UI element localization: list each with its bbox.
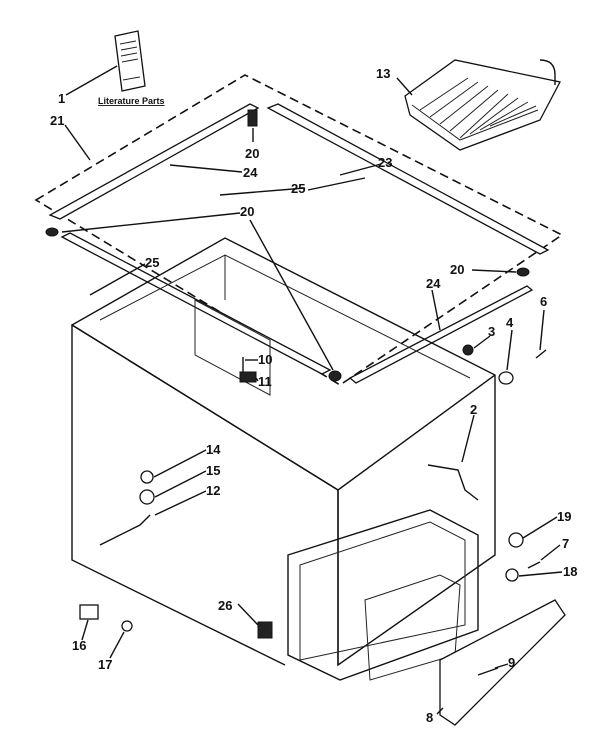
part-6 bbox=[535, 349, 547, 359]
callout-20-mid: 20 bbox=[240, 204, 254, 219]
callout-6: 6 bbox=[540, 294, 547, 309]
callout-10: 10 bbox=[258, 352, 272, 367]
part-15 bbox=[139, 489, 155, 505]
callout-8: 8 bbox=[426, 710, 433, 725]
part-14 bbox=[140, 470, 154, 484]
literature-booklet bbox=[114, 30, 146, 92]
part-7 bbox=[527, 561, 541, 569]
callout-26: 26 bbox=[218, 598, 232, 613]
part-4 bbox=[498, 371, 514, 385]
basket bbox=[404, 59, 561, 151]
part-16 bbox=[79, 604, 99, 620]
part-20-right bbox=[516, 267, 530, 277]
callout-1: 1 bbox=[58, 91, 65, 106]
part-20-left bbox=[45, 227, 59, 237]
callout-12: 12 bbox=[206, 483, 220, 498]
callout-20-top: 20 bbox=[245, 146, 259, 161]
part-19 bbox=[508, 532, 524, 548]
callout-20-right: 20 bbox=[450, 262, 464, 277]
callout-11: 11 bbox=[258, 374, 272, 389]
part-11 bbox=[239, 371, 257, 383]
callout-9: 9 bbox=[508, 655, 515, 670]
callout-4: 4 bbox=[506, 315, 514, 330]
callout-15: 15 bbox=[206, 463, 220, 478]
part-17 bbox=[121, 620, 133, 632]
leader-lines bbox=[61, 77, 563, 715]
callout-24-right: 24 bbox=[426, 276, 441, 291]
callout-17: 17 bbox=[98, 657, 112, 672]
part-3 bbox=[462, 344, 474, 356]
part-20-front bbox=[328, 370, 342, 382]
cabinet bbox=[70, 237, 496, 681]
callout-21: 21 bbox=[50, 113, 64, 128]
part-26 bbox=[257, 621, 273, 639]
access-panel bbox=[439, 599, 566, 726]
callout-25-left: 25 bbox=[145, 255, 159, 270]
callout-16: 16 bbox=[72, 638, 86, 653]
callout-14: 14 bbox=[206, 442, 221, 457]
callout-2: 2 bbox=[470, 402, 477, 417]
part-20-top bbox=[247, 109, 258, 127]
callout-13: 13 bbox=[376, 66, 390, 81]
callout-18: 18 bbox=[563, 564, 577, 579]
callout-19: 19 bbox=[557, 509, 571, 524]
part-18 bbox=[505, 568, 519, 582]
literature-parts-label: Literature Parts bbox=[98, 96, 165, 106]
callout-23: 23 bbox=[378, 155, 392, 170]
part-12 bbox=[99, 514, 151, 546]
callout-25-top: 25 bbox=[291, 181, 305, 196]
lid-gaskets bbox=[48, 103, 550, 384]
part-2 bbox=[427, 464, 479, 501]
callout-24-top: 24 bbox=[243, 165, 258, 180]
callout-3: 3 bbox=[488, 324, 495, 339]
callout-7: 7 bbox=[562, 536, 569, 551]
